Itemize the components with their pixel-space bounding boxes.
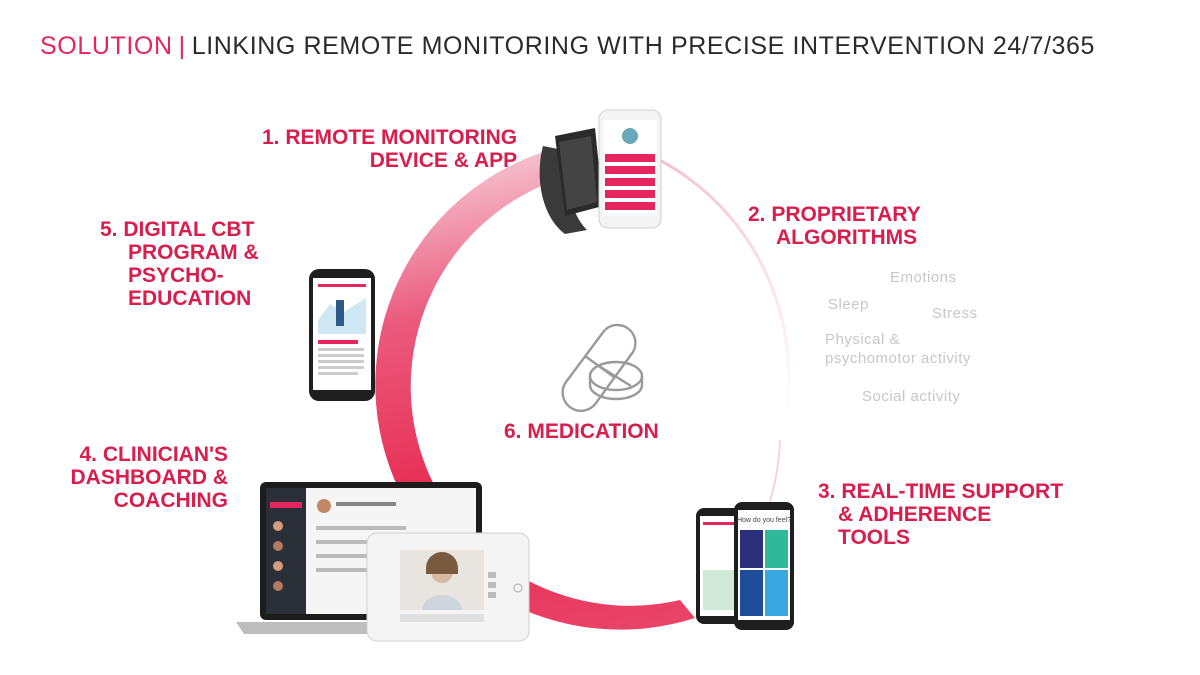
title-highlight: SOLUTION xyxy=(40,32,173,60)
step-2-label: 2. PROPRIETARY ALGORITHMS xyxy=(748,203,921,249)
wristband-icon xyxy=(539,128,603,234)
pill-icon xyxy=(561,323,644,412)
step-6-label: 6. MEDICATION xyxy=(504,420,659,443)
keyword-sleep: Sleep xyxy=(828,296,869,313)
keyword-stress: Stress xyxy=(932,305,978,322)
title-text: LINKING REMOTE MONITORING WITH PRECISE I… xyxy=(191,32,1096,60)
smartphones-mood-icon: How do you feel? xyxy=(696,502,794,630)
step-5-label: 5. DIGITAL CBT PROGRAM & PSYCHO- EDUCATI… xyxy=(100,218,259,310)
mood-question: How do you feel? xyxy=(737,517,791,524)
step-4-label: 4. CLINICIAN'S DASHBOARD & COACHING xyxy=(70,443,229,512)
keyword-social: Social activity xyxy=(862,388,961,405)
keyword-emotions: Emotions xyxy=(890,269,957,286)
step-3-label: 3. REAL-TIME SUPPORT & ADHERENCE TOOLS xyxy=(818,480,1064,549)
tablet-video-call-icon xyxy=(366,532,530,642)
slide-title: SOLUTION|LINKING REMOTE MONITORING WITH … xyxy=(40,32,1095,61)
title-separator: | xyxy=(178,32,186,60)
step-1-label: 1. REMOTE MONITORING DEVICE & APP xyxy=(262,126,518,172)
monitoring-phone-icon xyxy=(598,109,662,229)
wristband-and-phone-icon xyxy=(539,109,662,234)
keyword-physical: Physical & psychomotor activity xyxy=(825,331,971,367)
smartphone-cbt-icon xyxy=(309,269,375,401)
